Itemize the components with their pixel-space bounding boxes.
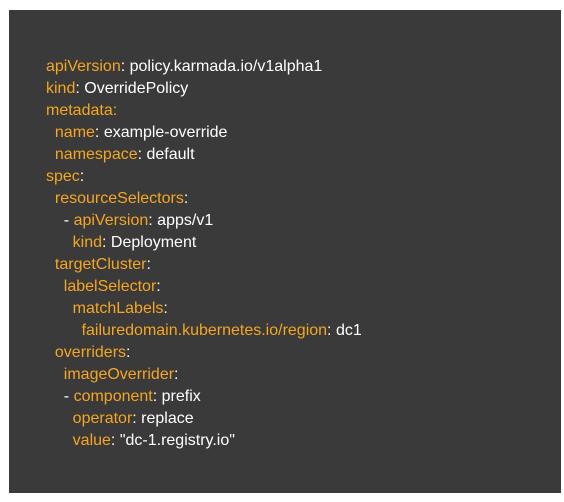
yaml-key: value — [72, 432, 111, 449]
code-line: failuredomain.kubernetes.io/region: dc1 — [81, 322, 362, 339]
code-line: namespace: default — [54, 146, 195, 163]
yaml-value: example-override — [103, 124, 228, 141]
yaml-key: kind — [72, 234, 103, 251]
code-panel: apiVersion: policy.karmada.io/v1alpha1 k… — [9, 10, 561, 493]
code-line: resourceSelectors: — [54, 190, 189, 207]
yaml-key: apiVersion — [73, 212, 149, 229]
yaml-value: dc1 — [335, 322, 362, 339]
yaml-key: overriders — [54, 344, 127, 361]
yaml-code-block: apiVersion: policy.karmada.io/v1alpha1 k… — [46, 56, 362, 452]
yaml-key: kind — [46, 80, 76, 97]
yaml-value: apps/v1 — [157, 212, 214, 229]
yaml-value: replace — [141, 410, 194, 427]
code-line: matchLabels: — [72, 300, 168, 317]
code-line: value: "dc-1.registry.io" — [72, 432, 235, 449]
yaml-key: metadata — [46, 102, 113, 119]
yaml-key: spec — [46, 168, 80, 185]
code-line: apiVersion: policy.karmada.io/v1alpha1 — [46, 58, 323, 75]
yaml-key: labelSelector — [63, 278, 157, 295]
code-line: overriders: — [54, 344, 131, 361]
code-line: kind: OverridePolicy — [46, 80, 189, 97]
code-line: spec: — [46, 168, 85, 185]
code-line: labelSelector: — [63, 278, 161, 295]
yaml-key: namespace — [54, 146, 138, 163]
code-line: targetCluster: — [54, 256, 151, 273]
yaml-key: matchLabels — [72, 300, 164, 317]
yaml-key: targetCluster — [54, 256, 147, 273]
code-line: - component: prefix — [46, 388, 201, 405]
code-line: metadata: — [46, 102, 118, 119]
code-line: operator: replace — [72, 410, 194, 427]
yaml-value: "dc-1.registry.io" — [119, 432, 235, 449]
yaml-key: resourceSelectors — [54, 190, 184, 207]
yaml-key: failuredomain.kubernetes.io/region — [81, 322, 328, 339]
yaml-key: name — [54, 124, 95, 141]
yaml-value: prefix — [161, 388, 201, 405]
code-line: name: example-override — [54, 124, 228, 141]
yaml-key: component — [73, 388, 153, 405]
code-line: - apiVersion: apps/v1 — [46, 212, 214, 229]
yaml-key: operator — [72, 410, 133, 427]
yaml-value: Deployment — [110, 234, 197, 251]
yaml-value: OverridePolicy — [84, 80, 189, 97]
code-line: imageOverrider: — [63, 366, 179, 383]
yaml-value: default — [146, 146, 195, 163]
yaml-value: policy.karmada.io/v1alpha1 — [129, 58, 323, 75]
code-line: kind: Deployment — [72, 234, 197, 251]
yaml-key: imageOverrider — [63, 366, 175, 383]
yaml-key: apiVersion — [46, 58, 121, 75]
